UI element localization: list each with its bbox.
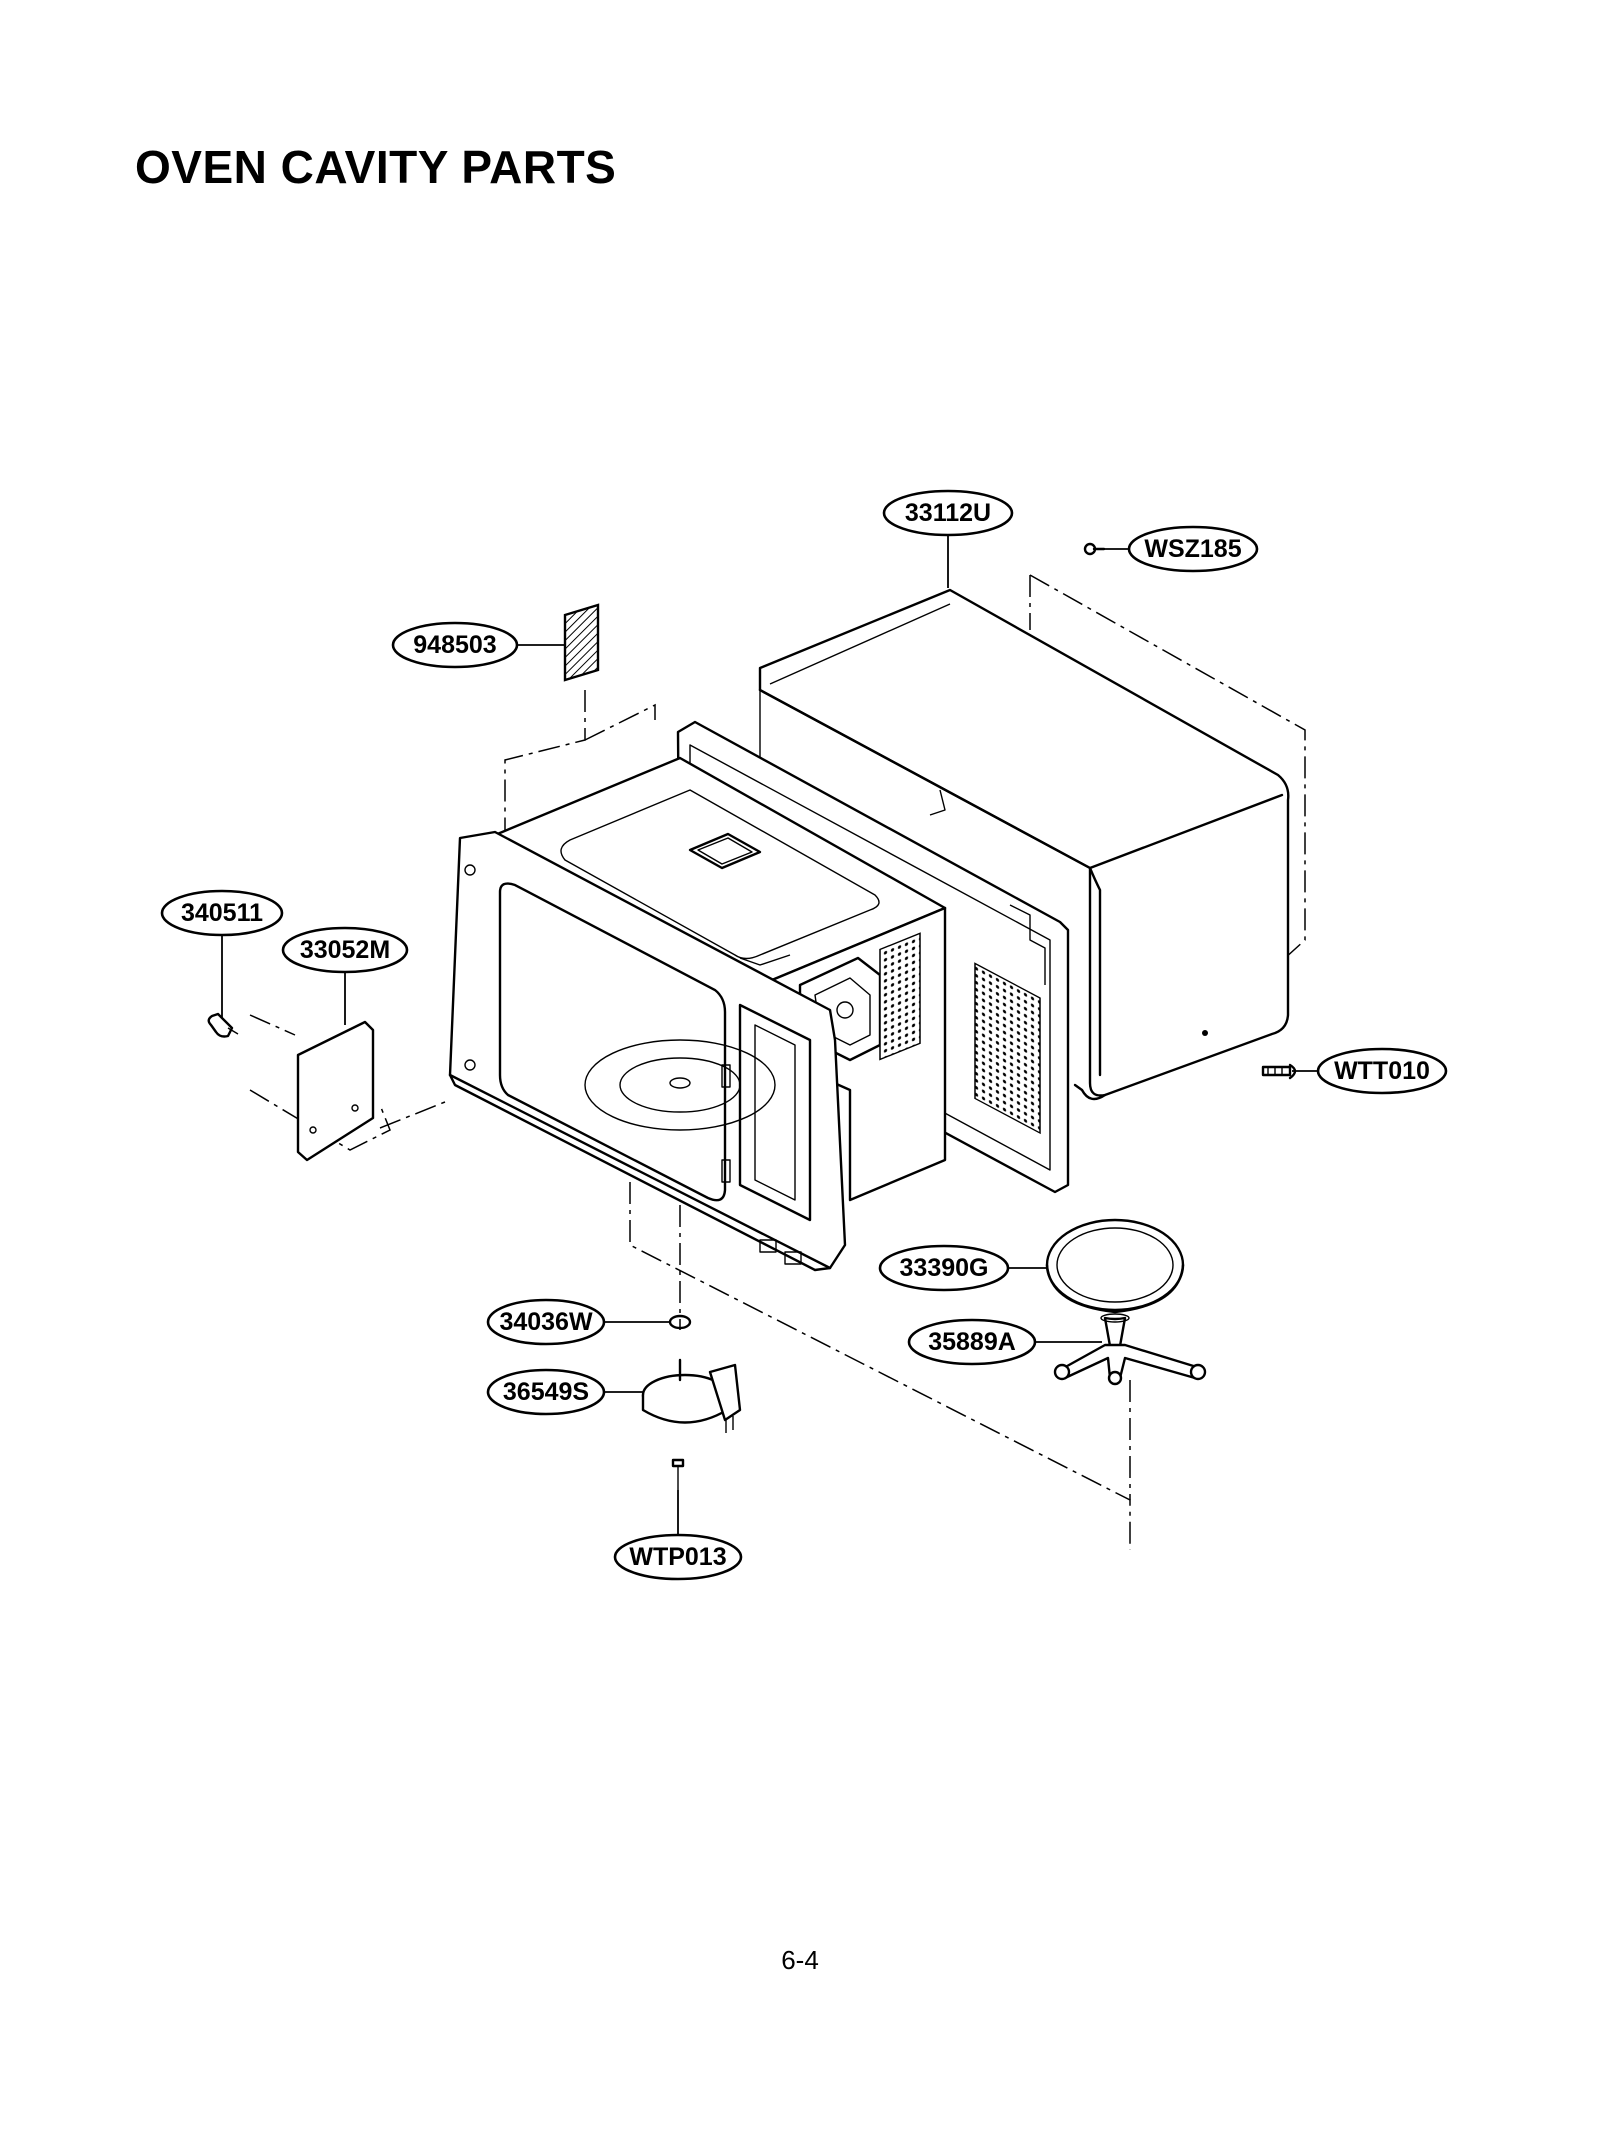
callout-33052M: 33052M — [281, 926, 409, 974]
cover-plate — [296, 1020, 375, 1162]
turntable-motor — [641, 1358, 742, 1433]
callout-35889A: 35889A — [907, 1318, 1037, 1366]
callout-WTT010: WTT010 — [1316, 1047, 1448, 1095]
page-title: OVEN CAVITY PARTS — [135, 141, 617, 193]
part-number: 340511 — [181, 899, 263, 927]
page-number: 6-4 — [781, 1945, 819, 1975]
cavity-body — [493, 756, 947, 1202]
part-number: WTP013 — [629, 1543, 726, 1571]
screw-340511 — [207, 1012, 239, 1038]
callout-33390G: 33390G — [878, 1244, 1010, 1292]
callout-340511: 340511 — [160, 889, 284, 937]
part-number: WSZ185 — [1144, 535, 1241, 563]
part-number: 33052M — [300, 936, 390, 964]
part-number: 34036W — [499, 1308, 593, 1336]
roller-guide — [1053, 1313, 1207, 1386]
leader-lines — [221, 535, 1318, 1535]
part-number: WTT010 — [1334, 1057, 1430, 1085]
callout-34036W: 34036W — [486, 1298, 606, 1346]
callout-WTP013: WTP013 — [613, 1533, 743, 1581]
callout-36549S: 36549S — [486, 1368, 606, 1416]
callout-WSZ185: WSZ185 — [1127, 525, 1259, 573]
part-number: 35889A — [928, 1328, 1016, 1356]
part-number: 33112U — [905, 499, 991, 527]
callout-33112U: 33112U — [882, 489, 1014, 537]
hatched-patch — [563, 603, 600, 682]
part-number: 948503 — [413, 631, 496, 659]
part-number: 33390G — [900, 1254, 989, 1282]
front-frame — [448, 830, 847, 1272]
part-number: 36549S — [503, 1378, 589, 1406]
screw-WTP013 — [671, 1458, 685, 1490]
outer-case — [758, 588, 1290, 1101]
callout-948503: 948503 — [391, 621, 519, 669]
glass-tray — [1045, 1218, 1185, 1314]
screw-WTT010 — [1261, 1063, 1297, 1080]
